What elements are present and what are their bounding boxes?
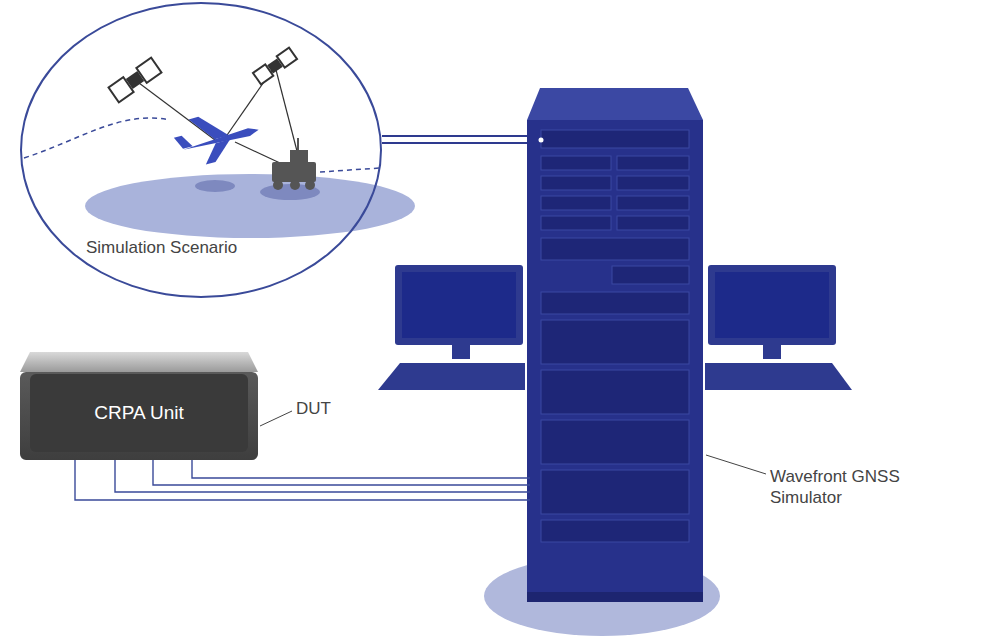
simulator-label: Wavefront GNSS Simulator — [770, 466, 970, 508]
scenario-art — [24, 48, 415, 238]
dut-label: DUT — [296, 398, 356, 419]
crpa-housing — [20, 352, 258, 460]
scenario-circle: Simulation Scenario — [20, 2, 382, 298]
simulator-rack — [527, 88, 703, 602]
node-text: Simulation Scenario — [86, 238, 237, 258]
node-text: CRPA Unit — [94, 402, 183, 424]
crpa-unit-box: CRPA Unit — [30, 374, 248, 452]
rf-cables — [75, 460, 530, 500]
